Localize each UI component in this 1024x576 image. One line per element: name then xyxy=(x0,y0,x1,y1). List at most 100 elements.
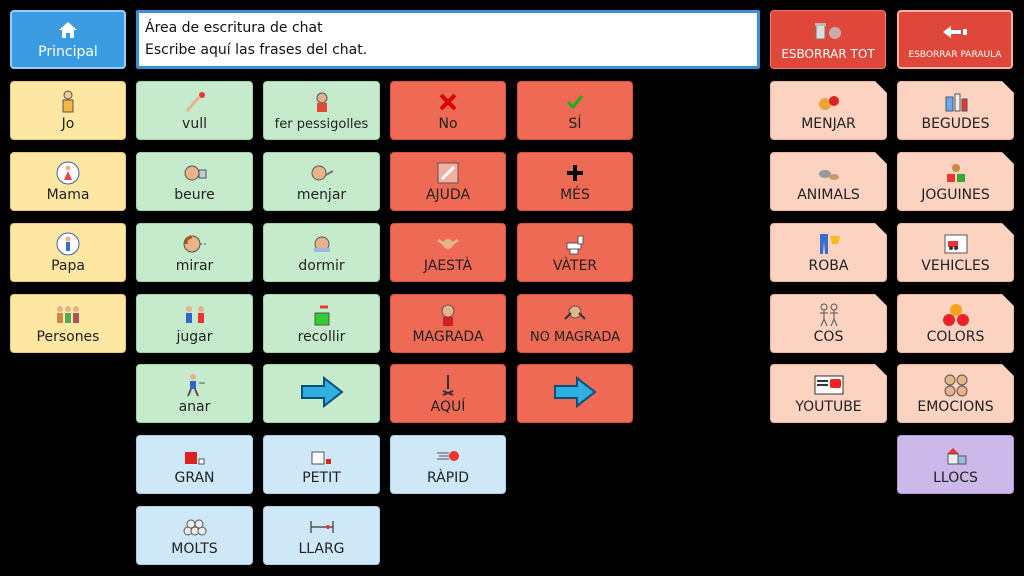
cell-ajuda[interactable]: AJUDA xyxy=(390,152,506,211)
home-label: Principal xyxy=(38,44,98,60)
cell-petit[interactable]: PETIT xyxy=(263,435,380,494)
cell-papa[interactable]: Papa xyxy=(10,223,126,282)
clothes-icon xyxy=(771,232,886,256)
folder-menjar[interactable]: MENJAR xyxy=(770,81,887,140)
cell-label: MOLTS xyxy=(171,541,218,557)
erase-word-button[interactable]: ESBORRAR PARAULA xyxy=(897,10,1013,69)
tidy-up-icon xyxy=(264,303,379,327)
cell-label: VEHICLES xyxy=(921,258,990,274)
cell-label: LLARG xyxy=(298,541,345,557)
folder-joguines[interactable]: JOGUINES xyxy=(897,152,1014,211)
sleep-icon xyxy=(264,232,379,256)
want-hand-icon xyxy=(137,90,252,114)
arrow-right-icon xyxy=(300,375,344,412)
cell-vater[interactable]: VÀTER xyxy=(517,223,633,282)
colors-icon xyxy=(898,303,1013,327)
cell-label: RÀPID xyxy=(426,470,470,486)
cell-molts[interactable]: MOLTS xyxy=(136,506,253,565)
cell-label: dormir xyxy=(298,258,345,274)
cell-menjar-verb[interactable]: menjar xyxy=(263,152,380,211)
erase-word-label: ESBORRAR PARAULA xyxy=(908,50,1002,60)
cell-label: ROBA xyxy=(808,258,849,274)
folder-llocs[interactable]: LLOCS xyxy=(897,435,1014,494)
cell-vull[interactable]: vull xyxy=(136,81,253,140)
folder-colors[interactable]: COLORS xyxy=(897,294,1014,353)
places-icon xyxy=(898,444,1013,468)
finished-icon xyxy=(391,232,505,256)
cell-label: recollir xyxy=(297,329,346,345)
cell-label: AJUDA xyxy=(425,187,471,203)
cell-label: fer pessigolles xyxy=(274,117,369,132)
cell-mirar[interactable]: mirar xyxy=(136,223,253,282)
home-icon xyxy=(12,20,124,40)
next-page-verbs-button[interactable] xyxy=(263,364,380,423)
cell-label: menjar xyxy=(296,187,347,203)
fast-ball-icon xyxy=(391,444,505,468)
dislike-icon xyxy=(518,303,632,327)
folder-roba[interactable]: ROBA xyxy=(770,223,887,282)
drinks-icon xyxy=(898,90,1013,114)
cell-fer-pessigolles[interactable]: fer pessigolles xyxy=(263,81,380,140)
cell-label: jugar xyxy=(176,329,213,345)
folder-vehicles[interactable]: VEHICLES xyxy=(897,223,1014,282)
folder-cos[interactable]: COS xyxy=(770,294,887,353)
cell-label: JOGUINES xyxy=(921,187,990,203)
home-button[interactable]: Principal xyxy=(10,10,126,69)
erase-all-button[interactable]: ESBORRAR TOT xyxy=(770,10,886,69)
chat-writing-area[interactable]: Área de escritura de chat Escribe aquí l… xyxy=(136,10,760,69)
folder-youtube[interactable]: YOUTUBE xyxy=(770,364,887,423)
cell-label: beure xyxy=(174,187,215,203)
cell-si[interactable]: SÍ xyxy=(517,81,633,140)
help-icon xyxy=(391,161,505,185)
cell-label: Persones xyxy=(36,329,100,345)
cell-magrada[interactable]: MAGRADA xyxy=(390,294,506,353)
cell-beure[interactable]: beure xyxy=(136,152,253,211)
cell-no-magrada[interactable]: NO MAGRADA xyxy=(517,294,633,353)
chat-line-2: Escribe aquí las frases del chat. xyxy=(145,42,368,58)
cell-llarg[interactable]: LLARG xyxy=(263,506,380,565)
cell-dormir[interactable]: dormir xyxy=(263,223,380,282)
cell-aqui[interactable]: AQUÍ xyxy=(390,364,506,423)
cell-label: AQUÍ xyxy=(430,399,466,415)
folder-begudes[interactable]: BEGUDES xyxy=(897,81,1014,140)
cell-jo[interactable]: Jo xyxy=(10,81,126,140)
cell-mes[interactable]: MÉS xyxy=(517,152,633,211)
plus-icon xyxy=(518,161,632,185)
cell-no[interactable]: No xyxy=(390,81,506,140)
cell-jugar[interactable]: jugar xyxy=(136,294,253,353)
drink-icon xyxy=(137,161,252,185)
cell-label: YOUTUBE xyxy=(795,399,862,415)
trash-icon xyxy=(771,19,885,43)
red-x-icon xyxy=(391,90,505,114)
cell-label: MENJAR xyxy=(801,116,856,132)
play-icon xyxy=(137,303,252,327)
cell-label: MAGRADA xyxy=(412,329,484,345)
backspace-arrow-icon xyxy=(899,20,1011,44)
go-walking-icon xyxy=(137,373,252,397)
cell-label: COS xyxy=(813,329,844,345)
cell-label: Papa xyxy=(51,258,85,274)
folder-emocions[interactable]: EMOCIONS xyxy=(897,364,1014,423)
like-icon xyxy=(391,303,505,327)
cell-label: COLORS xyxy=(926,329,985,345)
cell-label: vull xyxy=(182,116,207,132)
cell-mama[interactable]: Mama xyxy=(10,152,126,211)
cell-recollir[interactable]: recollir xyxy=(263,294,380,353)
green-check-icon xyxy=(518,90,632,114)
cell-label: MÉS xyxy=(560,187,590,203)
folder-animals[interactable]: ANIMALS xyxy=(770,152,887,211)
cell-label: JAESTÀ xyxy=(423,258,473,274)
man-icon xyxy=(11,232,125,256)
cell-label: SÍ xyxy=(568,116,582,132)
cell-label: GRAN xyxy=(174,470,215,486)
cell-persones[interactable]: Persones xyxy=(10,294,126,353)
cell-rapid[interactable]: RÀPID xyxy=(390,435,506,494)
cell-jaesta[interactable]: JAESTÀ xyxy=(390,223,506,282)
cell-anar[interactable]: anar xyxy=(136,364,253,423)
many-balls-icon xyxy=(137,515,252,539)
cell-gran[interactable]: GRAN xyxy=(136,435,253,494)
cell-label: ANIMALS xyxy=(797,187,860,203)
next-page-responses-button[interactable] xyxy=(517,364,633,423)
big-square-icon xyxy=(137,444,252,468)
self-person-icon xyxy=(11,90,125,114)
